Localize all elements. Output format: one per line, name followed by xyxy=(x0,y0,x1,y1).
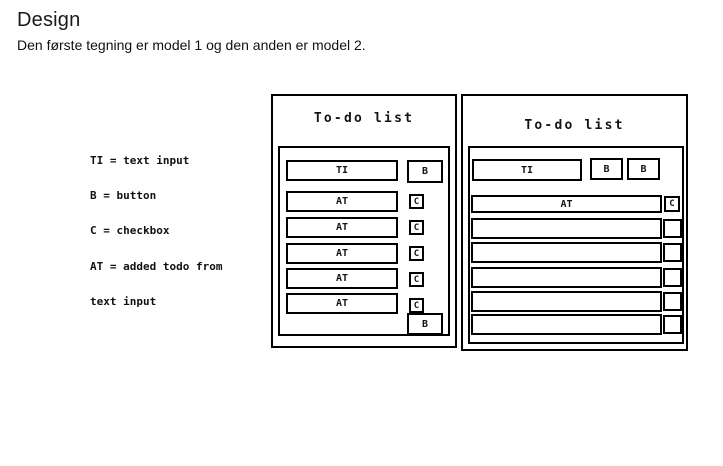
model1-todo-row: AT xyxy=(286,243,398,264)
model1-text-input-sketch: TI xyxy=(286,160,398,181)
model1-title: To-do list xyxy=(313,111,415,126)
legend-line-at: AT = added todo from xyxy=(90,259,223,273)
model2-empty-checkbox-sketch xyxy=(663,315,682,334)
model1-todo-row: AT xyxy=(286,217,398,238)
legend-line-c: C = checkbox xyxy=(90,224,170,238)
model2-added-todo-row: AT xyxy=(471,195,662,213)
model2-empty-row xyxy=(471,242,662,263)
model1-bottom-button-sketch: B xyxy=(407,313,443,335)
model1-todo-row: AT xyxy=(286,268,398,289)
model1-checkbox-sketch: C xyxy=(409,246,424,261)
legend-line-ti: TI = text input xyxy=(90,153,190,167)
model1-add-button-sketch: B xyxy=(407,160,443,183)
model1-todo-row: AT xyxy=(286,293,398,314)
model2-text-input-sketch: TI xyxy=(472,159,582,181)
model2-wireframe: To-do list TI B B AT C xyxy=(461,94,688,351)
model1-checkbox-sketch: C xyxy=(409,220,424,235)
model2-empty-row xyxy=(471,218,662,239)
legend-line-b: B = button xyxy=(90,188,157,202)
model2-empty-checkbox-sketch xyxy=(663,268,682,287)
page-subtitle: Den første tegning er model 1 og den and… xyxy=(17,37,366,53)
model1-wireframe: To-do list TI B AT C AT C AT C AT C AT C… xyxy=(271,94,457,348)
model2-title: To-do list xyxy=(524,118,625,133)
legend-line-at-cont: text input xyxy=(90,295,157,309)
model1-checkbox-sketch: C xyxy=(409,298,424,313)
model2-button2-sketch: B xyxy=(627,158,660,180)
model2-empty-checkbox-sketch xyxy=(663,219,682,238)
model2-empty-row xyxy=(471,267,662,288)
page-title: Design xyxy=(17,9,81,31)
model2-empty-row xyxy=(471,291,662,312)
model1-checkbox-sketch: C xyxy=(409,272,424,287)
legend: TI = text input B = button C = checkbox … xyxy=(90,131,222,332)
model2-button1-sketch: B xyxy=(590,158,623,180)
model2-empty-checkbox-sketch xyxy=(663,292,682,311)
model1-checkbox-sketch: C xyxy=(409,194,424,209)
model2-checkbox-sketch: C xyxy=(664,196,680,212)
model1-todo-row: AT xyxy=(286,191,398,212)
model2-empty-row xyxy=(471,314,662,335)
model2-empty-checkbox-sketch xyxy=(663,243,682,262)
